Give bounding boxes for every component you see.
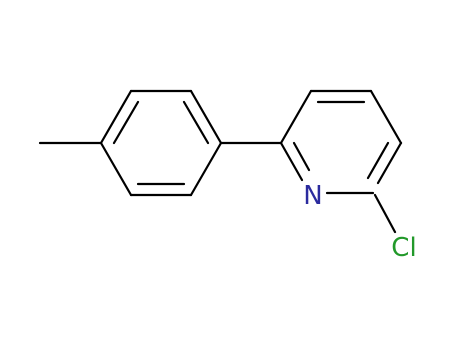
- bond-pyridine-c5-c6: [376, 141, 403, 185]
- bond-c-cl: [373, 193, 397, 234]
- atom-chlorine-label: Cl: [391, 233, 416, 263]
- benzene-ring: [99, 89, 223, 197]
- bond-pyridine-inner-3: [292, 141, 311, 172]
- bond-pyridine-n-c2: [279, 141, 304, 182]
- bond-pyridine-inner-2: [366, 141, 390, 180]
- bond-benzene-6: [99, 141, 133, 197]
- bond-pyridine-c4-c5: [369, 89, 403, 145]
- bond-benzene-inner-1: [112, 100, 140, 145]
- bond-benzene-1: [99, 89, 133, 145]
- pyridine-ring: [279, 89, 403, 195]
- atom-nitrogen-label: N: [303, 181, 322, 211]
- bond-benzene-inner-2: [182, 100, 210, 145]
- bond-benzene-3: [189, 89, 223, 145]
- bond-benzene-4: [189, 141, 223, 197]
- bond-pyridine-c2-c3: [279, 89, 313, 145]
